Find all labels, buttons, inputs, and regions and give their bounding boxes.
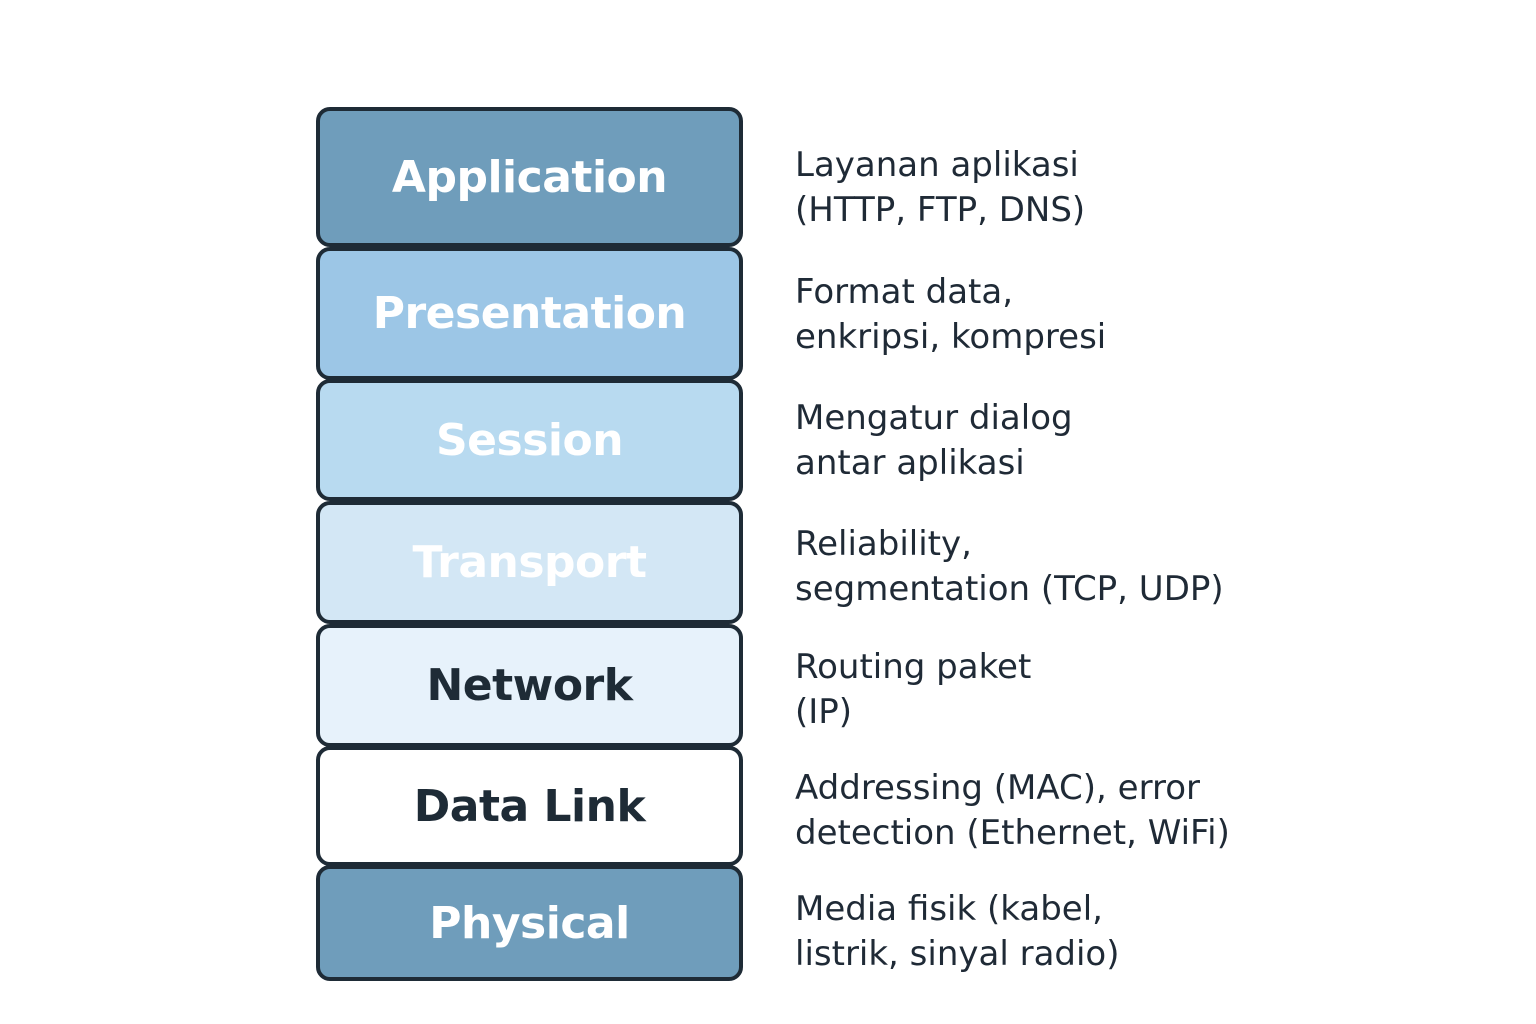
layer-session-box: Session [316,379,743,501]
layer-data-link-name: Data Link [413,780,646,832]
layer-presentation-desc-line2: enkripsi, kompresi [795,317,1107,357]
layer-physical-desc-line2: listrik, sinyal radio) [795,934,1120,974]
layer-physical-desc-line1: Media fisik (kabel, [795,889,1103,929]
layer-transport-box: Transport [316,501,743,624]
layer-application-name: Application [391,151,668,203]
layer-data-link-description: Addressing (MAC), error detection (Ether… [795,766,1230,856]
layer-network-name: Network [426,660,633,711]
layer-application-desc-line1: Layanan aplikasi [795,145,1079,185]
layer-presentation-name: Presentation [372,288,687,339]
layer-application-description: Layanan aplikasi (HTTP, FTP, DNS) [795,143,1085,233]
layer-transport-desc-line2: segmentation (TCP, UDP) [795,569,1224,609]
layer-physical-box: Physical [316,865,743,981]
layer-data-link-desc-line1: Addressing (MAC), error [795,768,1200,808]
layer-presentation-description: Format data, enkripsi, kompresi [795,270,1106,360]
layer-session-desc-line2: antar aplikasi [795,443,1025,483]
layer-session-description: Mengatur dialog antar aplikasi [795,396,1073,486]
layer-application-desc-line2: (HTTP, FTP, DNS) [795,190,1086,230]
layer-data-link-box: Data Link [316,746,743,866]
layer-presentation-box: Presentation [316,247,743,380]
layer-physical-name: Physical [429,897,630,949]
layer-network-desc-line1: Routing paket [795,647,1032,687]
layer-network-description: Routing paket (IP) [795,645,1031,735]
layer-physical-description: Media fisik (kabel, listrik, sinyal radi… [795,887,1120,977]
layer-session-name: Session [435,414,624,466]
layer-network-desc-line2: (IP) [795,692,853,732]
layer-application-box: Application [316,107,743,247]
layer-presentation-desc-line1: Format data, [795,272,1014,312]
layer-transport-description: Reliability, segmentation (TCP, UDP) [795,522,1224,612]
layer-network-box: Network [316,624,743,747]
layer-session-desc-line1: Mengatur dialog [795,398,1073,438]
layer-data-link-desc-line2: detection (Ethernet, WiFi) [795,813,1230,853]
layer-transport-name: Transport [412,537,647,588]
layer-transport-desc-line1: Reliability, [795,524,972,564]
